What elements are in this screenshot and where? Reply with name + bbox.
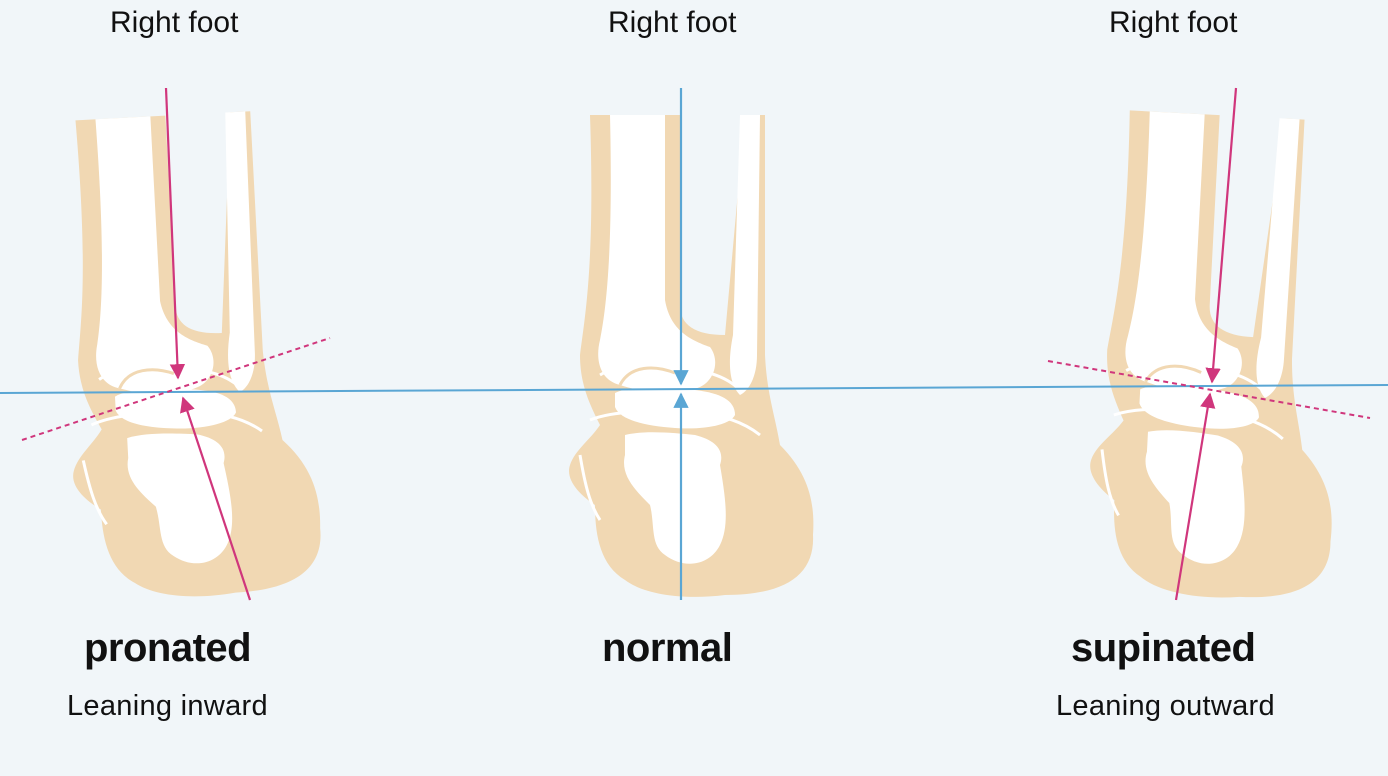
supinated-ankle-illustration: [1082, 107, 1355, 605]
pronated-title: pronated: [84, 626, 252, 670]
pronated-foot-label: Right foot: [110, 6, 239, 39]
pronated-description: Leaning inward: [67, 690, 268, 722]
supinated-description: Leaning outward: [1056, 690, 1275, 722]
supinated-joint-tilt-line: [1047, 360, 1371, 419]
supinated-foot-label: Right foot: [1109, 6, 1238, 39]
supinated-title: supinated: [1071, 626, 1256, 670]
supinated-heel-axis-arrow: [1174, 392, 1216, 601]
supinated-tibia-axis-arrow: [1205, 87, 1238, 384]
normal-title: normal: [602, 626, 733, 670]
pronated-ankle-illustration: [53, 107, 326, 605]
normal-foot-label: Right foot: [608, 6, 737, 39]
pronated-joint-tilt-line: [21, 337, 331, 441]
horizontal-reference-line: [0, 384, 1388, 394]
pronated-heel-axis-arrow: [180, 396, 252, 601]
normal-ankle-illustration: [567, 113, 815, 599]
pronated-tibia-axis-arrow: [164, 87, 186, 380]
